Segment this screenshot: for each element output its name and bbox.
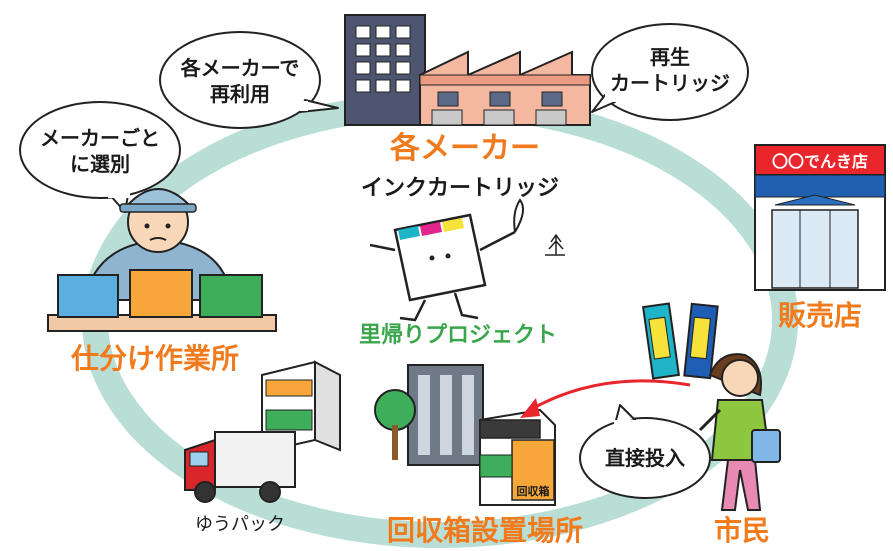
logo-title: インクカートリッジ: [361, 176, 559, 201]
bubble-sort-line2: に選別: [70, 152, 130, 176]
bubble-recycled-line1: 再生: [650, 45, 690, 69]
manufacturer-buildings: [344, 14, 591, 126]
parcel-box-stack: [261, 360, 341, 454]
label-sorting: 仕分け作業所: [70, 342, 239, 375]
bubble-direct-text: 直接投入: [605, 446, 685, 470]
bubble-sort-line1: メーカーごと: [40, 126, 160, 150]
label-collection: 回収箱設置場所: [387, 514, 583, 547]
bubble-reuse-line1: 各メーカーで: [180, 56, 300, 80]
collection-building: [374, 364, 484, 466]
falling-cartridges: [641, 302, 719, 380]
bubble-sort: [19, 101, 181, 213]
label-citizen: 市民: [714, 514, 770, 547]
store-building: [754, 144, 886, 291]
bubble-recycled-line2: カートリッジ: [610, 71, 730, 95]
bubble-direct: [579, 404, 711, 499]
sorting-table: [47, 269, 277, 332]
arrow-head: [520, 398, 540, 418]
bubble-recycled: [591, 23, 749, 121]
citizen-woman: [698, 353, 781, 511]
store-sign-text: 〇〇でんき店: [772, 152, 868, 171]
delivery-truck: [184, 431, 296, 503]
bubble-reuse: [159, 31, 339, 129]
bubble-reuse-line2: 再利用: [210, 82, 270, 106]
label-yupack: ゆうパック: [195, 514, 285, 535]
logo-subtitle: 里帰りプロジェクト: [359, 323, 557, 348]
label-makers: 各メーカー: [389, 131, 540, 166]
collection-box-label: 回収箱: [517, 484, 550, 498]
label-store: 販売店: [778, 299, 862, 332]
direct-deposit-arrow: [529, 379, 691, 412]
ink-mascot: [369, 198, 565, 322]
collection-box: [479, 408, 556, 506]
